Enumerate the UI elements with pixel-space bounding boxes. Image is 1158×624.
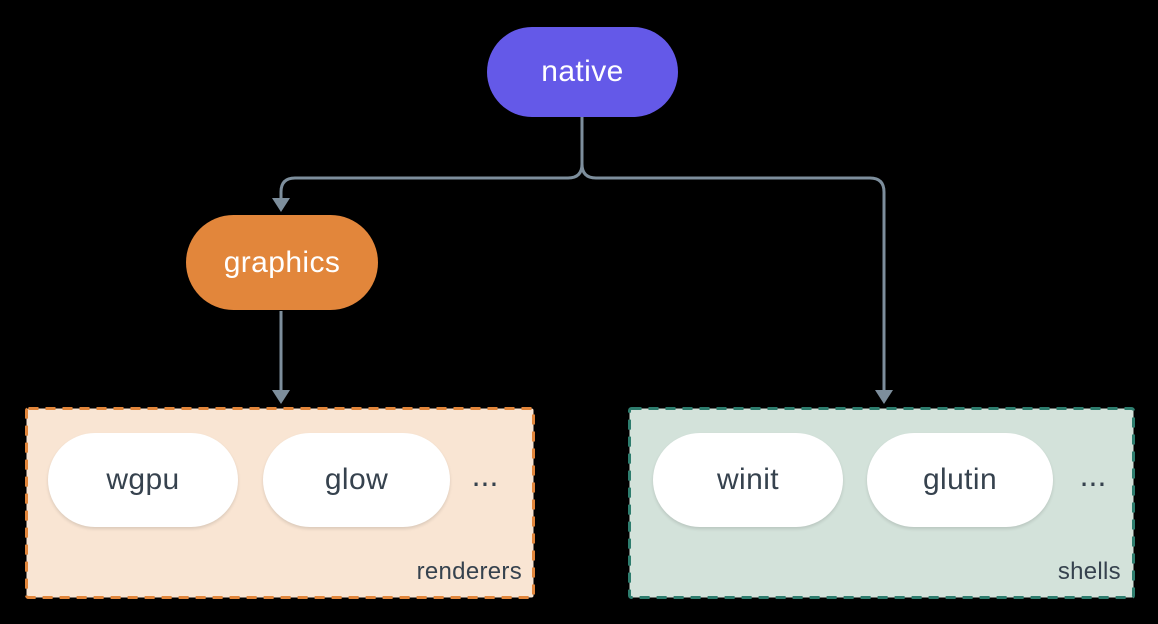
node-glow: glow bbox=[263, 433, 450, 527]
edge-native-to-graphics bbox=[279, 163, 584, 200]
node-glutin: glutin bbox=[867, 433, 1053, 527]
node-glutin-label: glutin bbox=[922, 463, 998, 496]
arrowhead-to-graphics-icon bbox=[272, 198, 290, 212]
node-winit-label: winit bbox=[716, 463, 779, 496]
node-native: native bbox=[487, 27, 678, 117]
shells-ellipsis: ... bbox=[1079, 457, 1107, 493]
node-wgpu: wgpu bbox=[48, 433, 238, 527]
node-winit: winit bbox=[653, 433, 843, 527]
edge-native-to-shells bbox=[580, 163, 886, 392]
node-native-label: native bbox=[541, 55, 624, 88]
node-wgpu-label: wgpu bbox=[106, 463, 180, 496]
node-glow-label: glow bbox=[324, 463, 389, 496]
arrowhead-to-renderers-icon bbox=[272, 390, 290, 404]
shells-group-label: shells bbox=[1057, 558, 1121, 585]
renderers-ellipsis: ... bbox=[471, 457, 499, 493]
node-graphics: graphics bbox=[186, 215, 378, 310]
renderers-group-label: renderers bbox=[416, 558, 522, 585]
arrowhead-to-shells-icon bbox=[875, 390, 893, 404]
node-graphics-label: graphics bbox=[223, 245, 341, 279]
